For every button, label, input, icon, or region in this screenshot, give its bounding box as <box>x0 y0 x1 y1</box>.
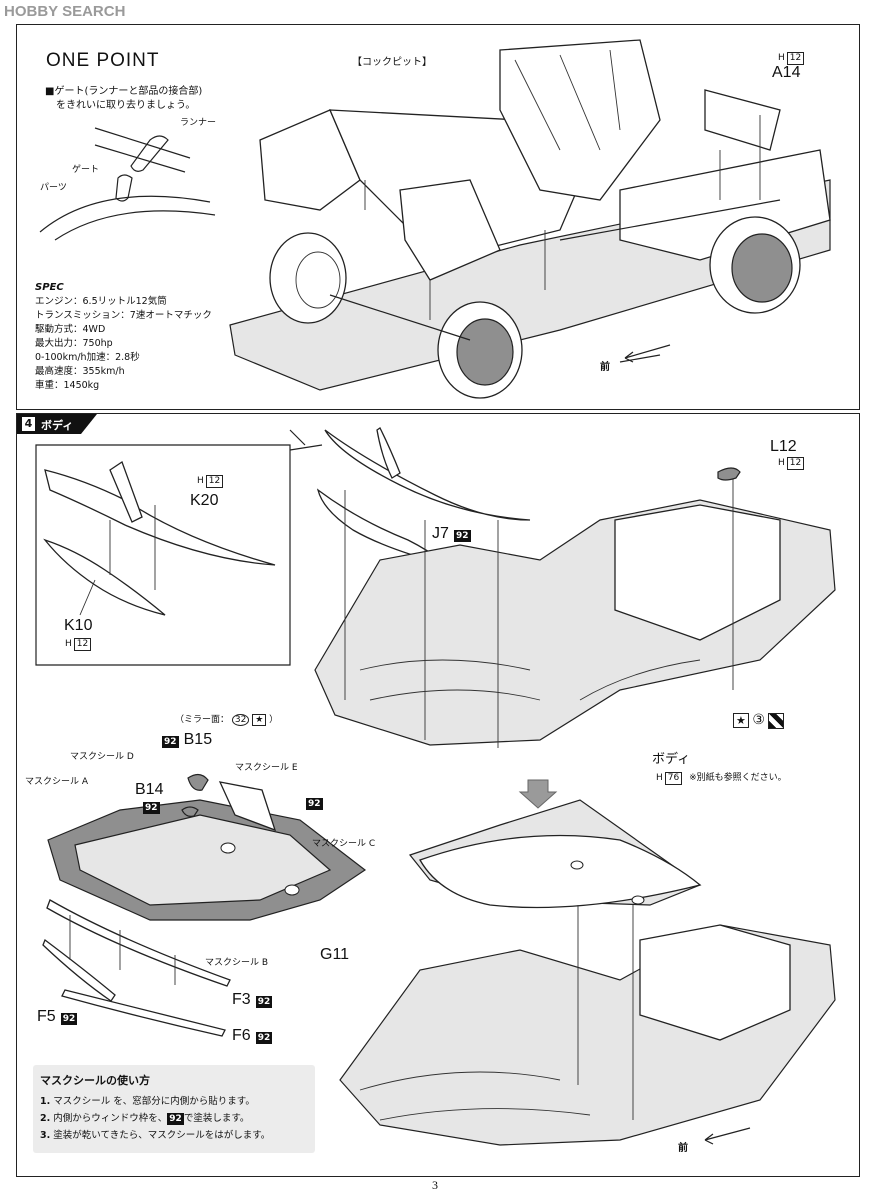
part-j7-color: 92 <box>454 530 471 542</box>
mirror-note-end: ） <box>269 715 279 725</box>
part-b15: 92 B15 <box>162 729 212 749</box>
instruction-num: 2. <box>40 1113 51 1124</box>
part-f5-label: F5 <box>37 1008 56 1025</box>
front-label-top: 前 <box>600 362 610 373</box>
part-b14-label: B14 <box>135 781 164 798</box>
instruction-text-a: 内側からウィンドウ枠を、 <box>53 1113 168 1124</box>
cockpit-label: 【コックピット】 <box>352 57 432 68</box>
label-runner: ランナー <box>180 118 217 128</box>
body-color-num: ③ <box>752 712 765 728</box>
part-l12-label: L12 <box>770 438 797 455</box>
mask-seal-e: マスクシール E <box>235 763 298 773</box>
spec-line: エンジン：6.5リットル12気筒 <box>35 296 167 307</box>
part-a14-letter: H <box>778 53 785 63</box>
spec-line: 駆動方式：4WD <box>35 324 106 335</box>
spec-line: 最高速度：355km/h <box>35 366 125 377</box>
front-label-bottom: 前 <box>678 1143 688 1154</box>
label-gate: ゲート <box>72 165 100 175</box>
step-title: ボディ <box>41 419 74 432</box>
part-g11-label: G11 <box>320 946 350 963</box>
part-b14-color: 92 <box>143 802 160 814</box>
instruction-text: マスクシール を、窓部分に内側から貼ります。 <box>53 1096 255 1107</box>
part-b15-color: 92 <box>162 736 179 748</box>
part-f5-color: 92 <box>60 1013 78 1025</box>
gate-sketch <box>39 127 216 241</box>
watermark-logo: HOBBY SEARCH <box>4 3 125 20</box>
instruction-num: 1. <box>40 1096 51 1107</box>
part-f3: F3 92 <box>232 989 273 1009</box>
part-k10-label: K10 <box>64 617 93 634</box>
part-k20-label: K20 <box>190 492 219 509</box>
watermark-text: HOBBY SEARCH <box>4 3 126 20</box>
part-f6-color: 92 <box>255 1032 273 1044</box>
body-num: 76 <box>664 772 683 785</box>
part-b15-label: B15 <box>183 731 213 748</box>
part-j7-label: J7 <box>432 525 449 542</box>
gate-note-line1: ■ゲート(ランナーと部品の接合部) <box>45 86 203 97</box>
instructions-heading: マスクシールの使い方 <box>40 1074 150 1087</box>
mask-seal-c: マスクシール C <box>312 839 376 849</box>
instruction-item: 1. マスクシール を、窓部分に内側から貼ります。 <box>40 1093 310 1110</box>
part-k20-num: 12 <box>205 475 224 488</box>
part-k20-letter: H <box>197 476 204 486</box>
body-note: ※別紙も参照ください。 <box>689 773 787 783</box>
gate-note-line2: をきれいに取り去りましょう。 <box>56 100 196 111</box>
one-point-title: ONE POINT <box>46 50 160 71</box>
spec-line: トランスミッション：7速オートマチック <box>35 310 212 321</box>
body-label: ボディ <box>652 752 691 767</box>
page-number: 3 <box>432 1178 438 1192</box>
label-parts: パーツ <box>40 183 67 193</box>
step-number: 4 <box>22 417 35 431</box>
part-l12-num: 12 <box>786 457 805 470</box>
mirror-note-text: （ミラー面： <box>175 715 230 725</box>
spec-line: 0-100km/h加速：2.8秒 <box>35 352 140 363</box>
mask-seal-a: マスクシール A <box>25 777 89 787</box>
part-f5: F5 92 <box>37 1006 78 1026</box>
instruction-text-b: で塗装します。 <box>183 1113 250 1124</box>
part-g11-color: 92 <box>306 798 323 810</box>
chassis-drawing <box>229 39 831 399</box>
mask-seal-d: マスクシール D <box>70 752 134 762</box>
star-icon: ★ <box>252 714 267 726</box>
part-a14-num: 12 <box>786 52 805 65</box>
body-color-marks: ★ ③ <box>733 712 785 729</box>
part-k10-num: 12 <box>73 638 92 651</box>
part-j7: J7 92 <box>432 523 471 543</box>
part-k10-letter: H <box>65 639 72 649</box>
body-letter: H <box>656 773 663 783</box>
step-header: 4 ボディ <box>17 414 97 434</box>
mirror-note: （ミラー面： 32 ★ ） <box>175 712 278 726</box>
instruction-color: 92 <box>167 1113 184 1125</box>
mask-seal-b: マスクシール B <box>205 958 269 968</box>
checker-icon <box>768 713 785 729</box>
mask-instructions: マスクシールの使い方 1. マスクシール を、窓部分に内側から貼ります。 2. … <box>40 1072 310 1144</box>
part-f6: F6 92 <box>232 1025 273 1045</box>
spec-line: 車重：1450kg <box>35 380 100 391</box>
part-a14-label: A14 <box>772 64 801 81</box>
part-f6-label: F6 <box>232 1027 251 1044</box>
star-icon: ★ <box>733 713 749 728</box>
spec-block: SPEC エンジン：6.5リットル12気筒 トランスミッション：7速オートマチッ… <box>35 282 212 393</box>
instruction-num: 3. <box>40 1130 51 1141</box>
instruction-item: 3. 塗装が乾いてきたら、マスクシールをはがします。 <box>40 1127 310 1144</box>
spec-heading: SPEC <box>35 282 64 293</box>
spec-line: 最大出力：750hp <box>35 338 113 349</box>
instruction-text: 塗装が乾いてきたら、マスクシールをはがします。 <box>53 1130 271 1141</box>
part-f3-label: F3 <box>232 991 251 1008</box>
mirror-color: 32 <box>231 714 250 726</box>
part-f3-color: 92 <box>255 996 273 1008</box>
part-l12-letter: H <box>778 458 785 468</box>
